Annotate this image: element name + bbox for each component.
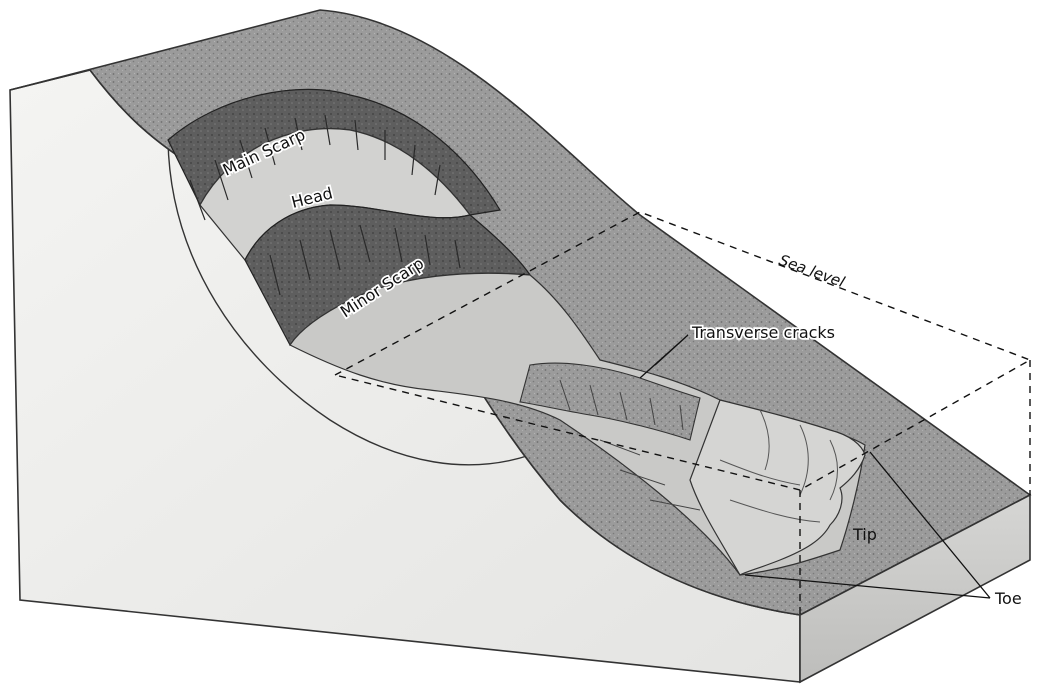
toe-label: Toe — [994, 589, 1022, 608]
sea-level-label: Sea level — [777, 251, 848, 292]
transverse-cracks-label: Transverse cracks — [691, 323, 835, 342]
tip-label: Tip — [852, 525, 877, 544]
